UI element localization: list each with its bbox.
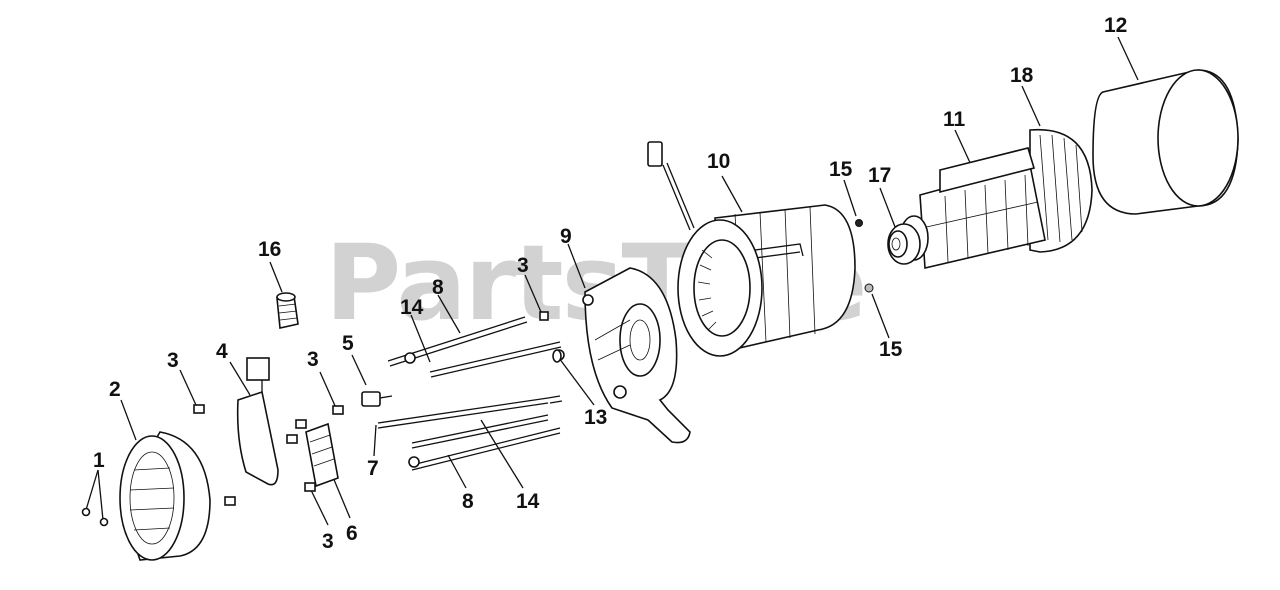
callout-3-mid: 3 [307, 348, 319, 371]
callout-15-bottom: 15 [879, 338, 903, 361]
callout-2: 2 [109, 378, 121, 401]
callout-5: 5 [342, 332, 354, 355]
callout-4: 4 [216, 340, 228, 363]
part-6-terminal-block [305, 422, 339, 488]
callout-14-top: 14 [400, 296, 424, 319]
callout-12: 12 [1104, 14, 1128, 37]
callout-3-top: 3 [517, 254, 529, 277]
callout-3-bottom: 3 [322, 530, 334, 553]
callout-11: 11 [943, 108, 966, 131]
callout-8-bottom: 8 [462, 490, 474, 513]
callout-9: 9 [560, 225, 572, 248]
part-17-bearing [887, 223, 921, 265]
part-5-switch [361, 391, 393, 407]
callout-15-top: 15 [829, 158, 853, 181]
part-4-bracket [236, 357, 279, 486]
part-13-washer [552, 349, 562, 363]
callout-8-top: 8 [432, 276, 444, 299]
part-12-cover [1092, 69, 1239, 215]
callout-17: 17 [868, 164, 892, 187]
callout-7: 7 [367, 457, 379, 480]
part-9-end-bracket [582, 267, 691, 444]
callout-3-left: 3 [167, 349, 179, 372]
part-2-end-cover [119, 431, 211, 561]
part-3-screws [193, 311, 549, 506]
part-16-cap [276, 292, 299, 329]
part-10-stator [647, 141, 856, 357]
part-1-screws [81, 507, 109, 527]
callout-18: 18 [1010, 64, 1034, 87]
callout-1: 1 [93, 449, 105, 472]
callout-14-bottom: 14 [516, 490, 540, 513]
part-15-washer-lower [864, 283, 874, 293]
part-15-washer-upper [855, 219, 863, 227]
callout-13: 13 [584, 406, 608, 429]
callout-10: 10 [707, 150, 731, 173]
part-through-bolts [377, 316, 565, 471]
part-11-rotor [899, 128, 1093, 269]
callout-6: 6 [346, 522, 358, 545]
callout-16: 16 [258, 238, 282, 261]
